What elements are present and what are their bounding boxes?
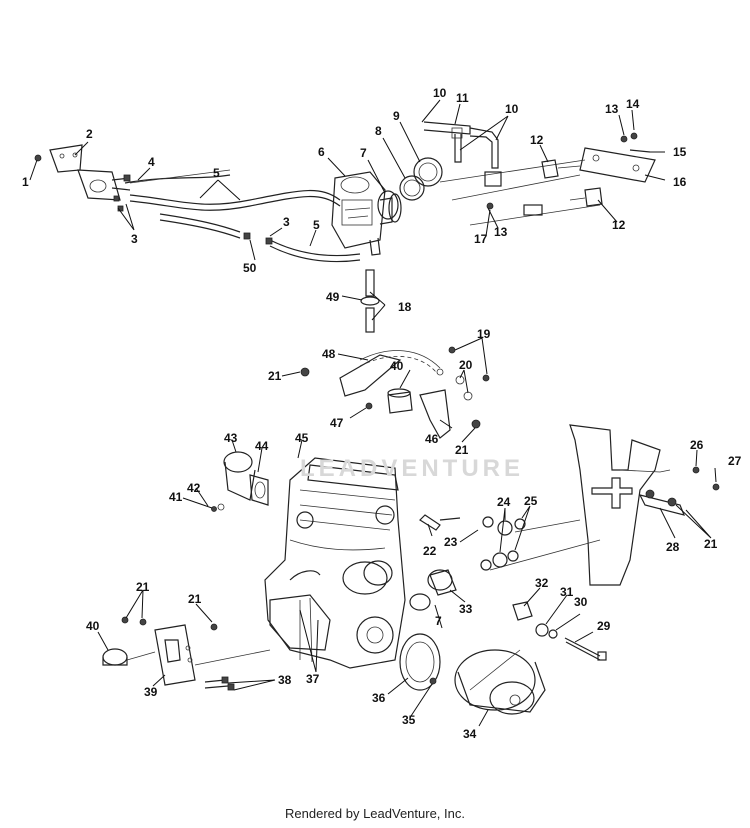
callout-3: 3 [131, 232, 138, 246]
callout-25: 25 [524, 494, 538, 508]
callout-1: 1 [22, 175, 29, 189]
callout-labels: 1 2 3 3 4 5 5 6 7 7 8 9 10 10 11 12 12 1… [22, 86, 742, 741]
callout-5: 5 [213, 166, 220, 180]
callout-43: 43 [224, 431, 238, 445]
leader-lines [29, 99, 717, 727]
callout-45: 45 [295, 431, 309, 445]
callout-36: 36 [372, 691, 386, 705]
callout-14: 14 [626, 97, 640, 111]
callout-16: 16 [673, 175, 687, 189]
left-engine-mount [102, 616, 271, 691]
callout-39: 39 [144, 685, 158, 699]
callout-32: 32 [535, 576, 549, 590]
callout-3: 3 [283, 215, 290, 229]
callout-7: 7 [435, 614, 442, 628]
watermark-text: LEADVENTURE [300, 455, 525, 482]
callout-18: 18 [398, 300, 412, 314]
vent-tee-hoses [423, 121, 499, 169]
frame-rail [569, 424, 671, 586]
callout-50: 50 [243, 261, 257, 275]
callout-37: 37 [306, 672, 320, 686]
callout-28: 28 [666, 540, 680, 554]
callout-19: 19 [477, 327, 491, 341]
callout-46: 46 [425, 432, 439, 446]
clutch-cover-and-drive [399, 569, 457, 691]
callout-48: 48 [322, 347, 336, 361]
callout-5: 5 [313, 218, 320, 232]
callout-40: 40 [86, 619, 100, 633]
upper-engine-mount [387, 346, 490, 439]
callout-31: 31 [560, 585, 574, 599]
callout-26: 26 [690, 438, 704, 452]
fuel-pump-assembly [34, 144, 131, 212]
fuel-hoses [124, 169, 361, 263]
callout-38: 38 [278, 673, 292, 687]
callout-24: 24 [497, 495, 511, 509]
engine-block [264, 457, 406, 669]
callout-21: 21 [704, 537, 718, 551]
carburetor-boots [377, 157, 443, 220]
callout-20: 20 [459, 358, 473, 372]
throttle-cable-bracket [300, 350, 441, 410]
callout-41: 41 [169, 490, 183, 504]
callout-30: 30 [574, 595, 588, 609]
callout-21: 21 [188, 592, 202, 606]
footer-credit: Rendered by LeadVenture, Inc. [285, 806, 465, 821]
callout-4: 4 [148, 155, 155, 169]
callout-6: 6 [318, 145, 325, 159]
callout-13: 13 [605, 102, 619, 116]
callout-22: 22 [423, 544, 437, 558]
callout-40: 40 [390, 359, 404, 373]
callout-12: 12 [530, 133, 544, 147]
callout-44: 44 [255, 439, 269, 453]
callout-33: 33 [459, 602, 473, 616]
callout-15: 15 [673, 145, 687, 159]
callout-8: 8 [375, 124, 382, 138]
drain-hose [360, 269, 380, 333]
intake-elbow [211, 451, 269, 512]
callout-17: 17 [474, 232, 488, 246]
drive-clutch [454, 649, 546, 715]
callout-10: 10 [505, 102, 519, 116]
callout-49: 49 [326, 290, 340, 304]
carburetor [331, 171, 402, 256]
callout-21: 21 [268, 369, 282, 383]
callout-42: 42 [187, 481, 201, 495]
callout-11: 11 [456, 91, 469, 105]
callout-12: 12 [612, 218, 626, 232]
callout-23: 23 [444, 535, 458, 549]
callout-21: 21 [136, 580, 150, 594]
airbox-mount-bracket [439, 132, 656, 226]
callout-2: 2 [86, 127, 93, 141]
callout-29: 29 [597, 619, 611, 633]
rear-mount-links [419, 466, 720, 571]
clutch-bolt-and-spacers [512, 601, 607, 661]
callout-21: 21 [455, 443, 469, 457]
callout-10: 10 [433, 86, 447, 100]
callout-35: 35 [402, 713, 416, 727]
callout-34: 34 [463, 727, 477, 741]
callout-47: 47 [330, 416, 344, 430]
callout-13: 13 [494, 225, 508, 239]
callout-27: 27 [728, 454, 742, 468]
callout-9: 9 [393, 109, 400, 123]
callout-7: 7 [360, 146, 367, 160]
